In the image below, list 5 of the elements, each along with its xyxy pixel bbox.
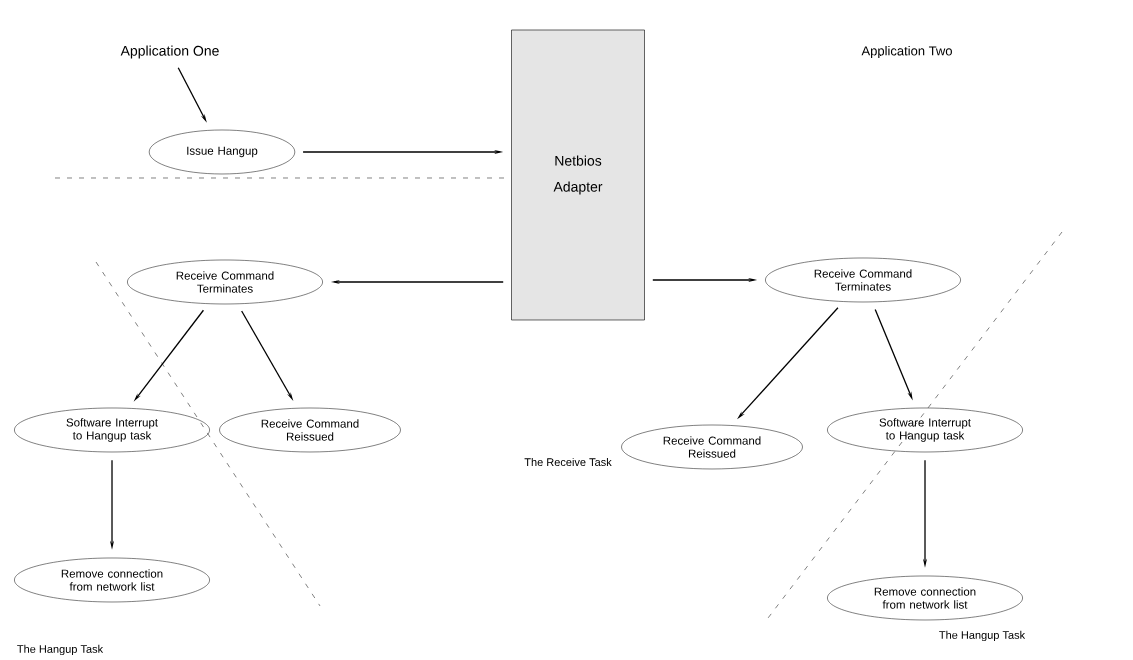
- heading-text: Application One: [120, 45, 219, 59]
- caption-text: The Hangup Task: [17, 644, 104, 656]
- caption-text: The Hangup Task: [939, 630, 1026, 642]
- adapter-box: Netbios Adapter: [511, 29, 645, 321]
- caption-text: Application Two: [861, 45, 952, 59]
